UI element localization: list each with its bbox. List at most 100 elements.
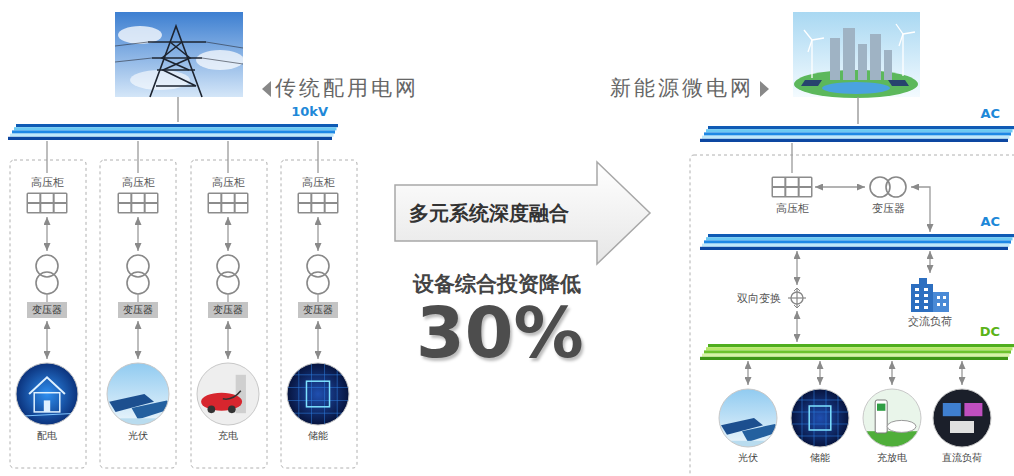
- device-circle: 直流负荷: [932, 388, 992, 464]
- device-picture: [15, 362, 79, 426]
- device-circle: 配电: [15, 362, 79, 442]
- transformer: 变压器: [867, 176, 909, 215]
- bus-stripes: [700, 344, 1014, 360]
- bus-stripes: [700, 126, 1014, 142]
- connector: [46, 321, 47, 359]
- transformer-label: 变压器: [118, 302, 158, 318]
- connector: [46, 217, 47, 251]
- bus-stripes: [8, 124, 338, 140]
- cabinet-label: 高压柜: [31, 176, 64, 189]
- connector: [317, 321, 318, 359]
- ac-load: 交流负荷: [907, 276, 953, 328]
- connector: [796, 251, 797, 285]
- cabinet-icon: [297, 192, 339, 214]
- bus-bar: AC: [700, 214, 1014, 250]
- connector: [317, 141, 318, 173]
- device-label: 充放电: [877, 452, 907, 464]
- device-circle: 充电: [196, 362, 260, 442]
- connector: [815, 186, 865, 187]
- bus-bar: DC: [700, 324, 1014, 360]
- connector: [929, 251, 930, 273]
- arrow-text: 多元系统深度融合: [409, 198, 569, 228]
- connector: [891, 361, 892, 385]
- connector: [137, 141, 138, 173]
- transformer-symbol: [32, 254, 62, 302]
- switchgear-cabinet: 高压柜: [297, 176, 339, 214]
- saving-note: 设备综合投资降低: [413, 272, 581, 297]
- bus-label: DC: [980, 324, 1000, 340]
- bus-bar: 10kV: [8, 104, 338, 140]
- connector: [137, 217, 138, 251]
- transformer-symbol: [213, 254, 243, 302]
- device-picture: [932, 388, 992, 448]
- saving-figure: 30%: [416, 298, 584, 368]
- device-label: 光伏: [128, 430, 148, 442]
- device-picture: [862, 388, 922, 448]
- transformer-label: 变压器: [872, 202, 905, 215]
- device-label: 光伏: [738, 452, 758, 464]
- device-picture: [790, 388, 850, 448]
- connector: [137, 321, 138, 359]
- converter-symbol: [787, 288, 807, 308]
- transformer: 变压器: [208, 254, 248, 318]
- cabinet-icon: [207, 192, 249, 214]
- load-label: 交流负荷: [908, 315, 952, 328]
- transformer: 变压器: [27, 254, 67, 318]
- switchgear-cabinet: 高压柜: [207, 176, 249, 214]
- new-energy-city-photo: [793, 12, 920, 98]
- device-picture: [286, 362, 350, 426]
- cabinet-icon: [26, 192, 68, 214]
- cabinet-label: 高压柜: [302, 176, 335, 189]
- device-circle: 光伏: [718, 388, 778, 464]
- connector: [227, 217, 228, 251]
- cabinet-label: 高压柜: [212, 176, 245, 189]
- bus-label: AC: [980, 106, 1000, 122]
- cabinet-icon: [117, 192, 159, 214]
- device-circle: 储能: [286, 362, 350, 442]
- fusion-arrow: 多元系统深度融合: [393, 160, 653, 266]
- connector: [819, 361, 820, 385]
- transformer-symbol: [867, 176, 909, 198]
- section-title: 传统配用电网: [275, 76, 419, 101]
- transformer: 变压器: [118, 254, 158, 318]
- connector: [227, 321, 228, 359]
- connector: [791, 143, 792, 173]
- device-picture: [106, 362, 170, 426]
- device-circle: 储能: [790, 388, 850, 464]
- connector: [317, 217, 318, 251]
- connector: [911, 187, 930, 232]
- connector: [227, 141, 228, 173]
- device-picture: [196, 362, 260, 426]
- group-frame: [10, 155, 1014, 476]
- bus-stripes: [700, 234, 1014, 250]
- cabinet-label: 高压柜: [776, 202, 809, 215]
- bus-label: AC: [980, 214, 1000, 230]
- transformer-label: 变压器: [298, 302, 338, 318]
- transformer-symbol: [123, 254, 153, 302]
- device-circle: 光伏: [106, 362, 170, 442]
- bus-bar: AC: [700, 106, 1014, 142]
- pointer-triangle: [262, 81, 271, 97]
- connector: [46, 141, 47, 173]
- switchgear-cabinet: 高压柜: [117, 176, 159, 214]
- bus-label: 10kV: [291, 104, 328, 120]
- cabinet-icon: [771, 176, 813, 198]
- connector: [796, 311, 797, 342]
- feed-line: [177, 97, 178, 122]
- switchgear-cabinet: 高压柜: [771, 176, 813, 215]
- connector: [747, 361, 748, 385]
- connector: [961, 361, 962, 385]
- device-label: 储能: [810, 452, 830, 464]
- building-icon: [907, 276, 953, 312]
- section-title: 新能源微电网: [610, 76, 754, 101]
- transformer-label: 变压器: [208, 302, 248, 318]
- device-picture: [718, 388, 778, 448]
- switchgear-cabinet: 高压柜: [26, 176, 68, 214]
- transformer-label: 变压器: [27, 302, 67, 318]
- cabinet-label: 高压柜: [122, 176, 155, 189]
- feed-line: [857, 97, 858, 124]
- transformer-symbol: [303, 254, 333, 302]
- transformer: 变压器: [298, 254, 338, 318]
- device-label: 充电: [218, 430, 238, 442]
- device-circle: 充放电: [862, 388, 922, 464]
